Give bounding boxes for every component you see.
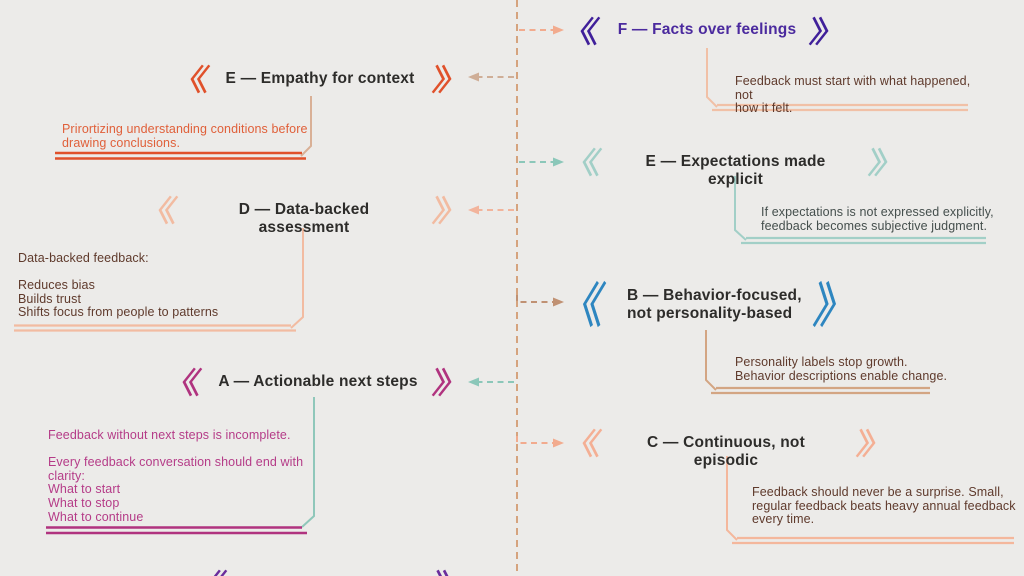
- empathy-title: E — Empathy for context: [225, 70, 415, 87]
- double-chevron-right-icon: [431, 364, 454, 400]
- double-chevron-right-icon: [432, 566, 455, 576]
- facts-title: F — Facts over feelings: [617, 21, 797, 38]
- double-chevron-left-icon: [188, 61, 211, 97]
- continuous-title: C — Continuous, not episodic: [647, 434, 805, 469]
- expectations-connector: [734, 176, 986, 245]
- double-chevron-left-icon: [156, 192, 179, 228]
- facts-arrow: [519, 25, 564, 35]
- actionable-connector: [46, 397, 315, 535]
- facts-connector: [706, 48, 968, 112]
- double-chevron-left-icon: [580, 425, 603, 461]
- expectations-title: E — Expectations made explicit: [645, 153, 826, 188]
- facts-description: Feedback must start with what happened, …: [735, 74, 971, 116]
- empathy-arrow: [468, 72, 514, 82]
- double-chevron-right-icon: [431, 61, 454, 97]
- actionable-description: Feedback without next steps is incomplet…: [48, 428, 304, 524]
- double-chevron-right-icon: [431, 192, 454, 228]
- actionable-title: A — Actionable next steps: [218, 373, 418, 390]
- behavior-title: B — Behavior-focused, not personality-ba…: [627, 287, 802, 322]
- data-backed-connector: [14, 228, 304, 332]
- actionable-arrow: [468, 377, 514, 387]
- double-chevron-right-icon: [808, 13, 831, 49]
- double-chevron-right-icon: [812, 278, 839, 330]
- double-chevron-left-icon: [580, 278, 607, 330]
- empathy-connector: [55, 96, 312, 160]
- data-backed-description: Data-backed feedback: Reduces bias Build…: [18, 251, 219, 320]
- double-chevron-left-icon: [580, 144, 603, 180]
- continuous-connector: [726, 456, 1014, 545]
- expectations-description: If expectations is not expressed explici…: [761, 205, 994, 233]
- behavior-arrow: [516, 295, 564, 307]
- behavior-description: Personality labels stop growth. Behavior…: [735, 355, 948, 383]
- data-backed-title: D — Data-backed assessment: [238, 201, 370, 236]
- double-chevron-right-icon: [855, 425, 878, 461]
- double-chevron-left-icon: [180, 364, 203, 400]
- empathy-description: Prirortizing understanding conditions be…: [62, 122, 308, 150]
- behavior-connector: [705, 330, 930, 395]
- continuous-arrow: [516, 436, 564, 448]
- expectations-arrow: [519, 157, 564, 167]
- double-chevron-left-icon: [578, 13, 601, 49]
- double-chevron-right-icon: [867, 144, 890, 180]
- double-chevron-left-icon: [205, 566, 228, 576]
- continuous-description: Feedback should never be a surprise. Sma…: [752, 485, 1016, 527]
- data-backed-arrow: [468, 205, 514, 215]
